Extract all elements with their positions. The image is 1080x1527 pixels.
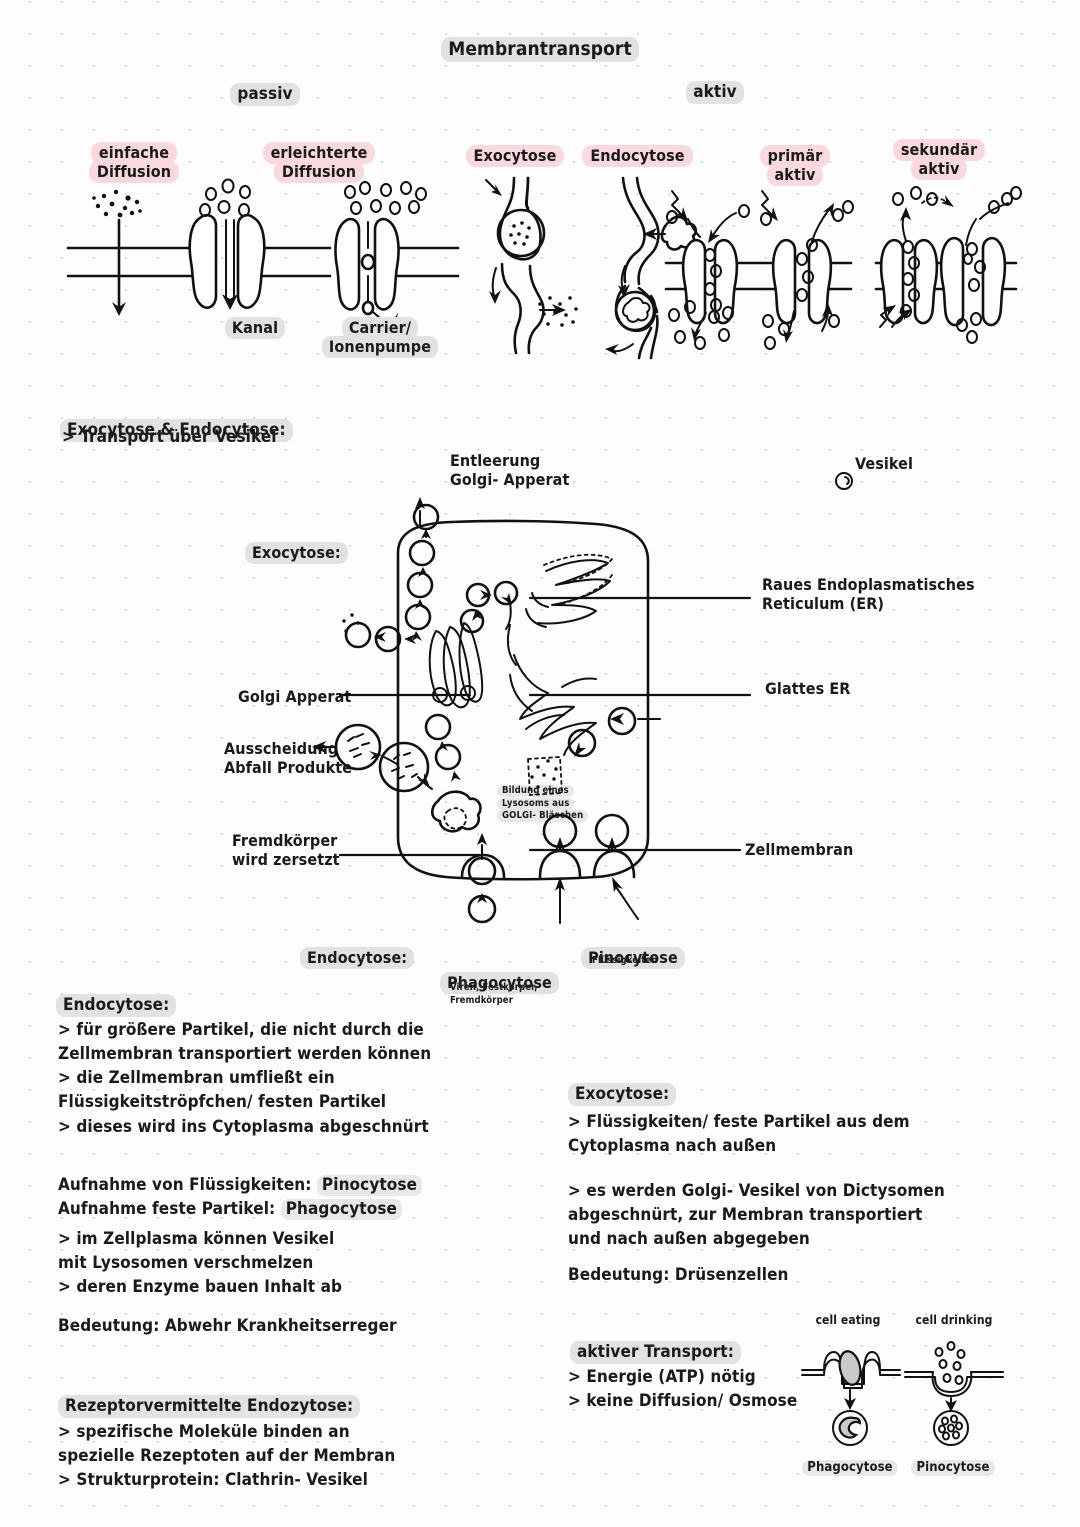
sekundaer-aktiv-diagram	[874, 186, 1022, 344]
right-incoming-vesicle	[527, 706, 661, 796]
label-pinocytose-cell-text: Pinocytose	[581, 946, 685, 969]
endocytose-paragraph-2: > im Zellplasma können Vesikel mit Lysos…	[58, 1229, 343, 1298]
label-exocytose-cell: Exocytose:	[245, 525, 348, 564]
type-erleichterte-diffusion-label: erleichterte Diffusion	[262, 141, 376, 183]
label-endocytose-cell: Endocytose:	[300, 930, 415, 969]
type-sekundaer-aktiv: sekundär aktiv	[880, 122, 998, 180]
type-erleichterte-diffusion: erleichterte Diffusion	[253, 125, 385, 183]
uptake-liquid-line: Aufnahme von Flüssigkeiten: Pinocytose	[58, 1155, 423, 1197]
passive-membrane-diagram	[66, 178, 460, 339]
endocytose-meaning: Bedeutung: Abwehr Krankheitserreger	[58, 1316, 397, 1336]
active-transport-heading: aktiver Transport:	[570, 1322, 741, 1365]
endocytose-diagram	[605, 176, 698, 360]
mini-left-bottom-text: Phagocytose	[802, 1460, 898, 1477]
protein-label-carrier-text: Carrier/ Ionenpumpe	[321, 316, 439, 358]
label-zellmembran: Zellmembran	[745, 840, 854, 859]
exocytose-block-heading: Exocytose:	[568, 1064, 677, 1107]
uptake-liquid-term: Pinocytose	[316, 1175, 423, 1197]
type-einfache-diffusion: einfache Diffusion	[70, 125, 198, 183]
exocytose-paragraph-2: > es werden Golgi- Vesikel von Dictysome…	[568, 1181, 945, 1250]
type-primaer-aktiv-label: primär aktiv	[759, 144, 831, 186]
type-endocytose-label: Endocytose	[582, 144, 693, 167]
receptor-text: > spezifische Moleküle binden an speziel…	[58, 1422, 396, 1491]
label-endocytose-cell-text: Endocytose:	[300, 946, 415, 969]
rough-er	[525, 553, 614, 628]
label-pinocytose-cell: Pinocytose	[578, 930, 688, 969]
label-lysosom-note-text: Bildung eines Lysosoms aus GOLGI- Bläsch…	[497, 784, 589, 823]
type-exocytose: Exocytose	[460, 128, 570, 167]
vesikel-section-heading-label: Exocytose & Endocytose:	[60, 419, 293, 443]
label-exocytose-cell-text: Exocytose:	[245, 541, 348, 564]
page-title-label: Membrantransport	[441, 37, 639, 63]
vesikel-icon	[835, 472, 853, 490]
page-title: Membrantransport	[400, 16, 680, 63]
receptor-heading-label: Rezeptorvermittelte Endozytose:	[58, 1395, 361, 1419]
endocytose-block-heading-label: Endocytose:	[56, 994, 177, 1018]
label-golgi-apperat: Golgi Apperat	[238, 687, 352, 706]
lysosome-chain	[312, 713, 482, 833]
mini-left-bottom-label: Phagocytose	[800, 1445, 900, 1477]
endocytose-paragraph-1: > für größere Partikel, die nicht durch …	[58, 1020, 432, 1137]
vesikel-section-note: > Transport über Vesikel	[62, 427, 277, 447]
label-entleerung: Entleerung Golgi- Apperat	[450, 451, 570, 489]
branch-passiv: passiv	[205, 64, 325, 107]
type-sekundaer-aktiv-label: sekundär aktiv	[892, 138, 986, 180]
uptake-solid-line: Aufnahme feste Partikel: Phagocytose	[58, 1179, 402, 1221]
label-rer: Raues Endoplasmatisches Reticulum (ER)	[762, 575, 975, 613]
mini-left-top-label: cell eating	[815, 1313, 881, 1327]
label-lysosom-note: Bildung eines Lysosoms aus GOLGI- Bläsch…	[497, 772, 589, 823]
protein-label-kanal-text: Kanal	[224, 316, 286, 339]
mini-right-top-label: cell drinking	[915, 1313, 993, 1327]
label-ausscheidung: Ausscheidung Abfall Produkte	[224, 739, 353, 777]
bottom-endocytose	[460, 813, 639, 924]
active-transport-heading-label: aktiver Transport:	[570, 1341, 741, 1365]
carrier-ions	[344, 181, 427, 215]
type-einfache-diffusion-label: einfache Diffusion	[88, 141, 180, 183]
phagocytose-mini-diagram	[801, 1350, 901, 1446]
branch-aktiv-label: aktiv	[686, 81, 744, 105]
active-transport-text: > Energie (ATP) nötig > keine Diffusion/…	[568, 1367, 798, 1412]
label-fremdkoerper: Fremdkörper wird zersetzt	[232, 831, 340, 869]
golgi-apparat	[428, 622, 484, 709]
type-primaer-aktiv: primär aktiv	[740, 128, 850, 186]
sub-pinocytose: Flüssigkeiten	[592, 955, 658, 966]
diffusion-particles	[92, 189, 142, 218]
vesikel-section-heading: Exocytose & Endocytose:	[60, 400, 293, 443]
pinocytose-mini-diagram	[904, 1341, 1004, 1446]
secretion-particles	[342, 613, 360, 633]
protein-label-kanal: Kanal	[205, 300, 305, 339]
exocytose-paragraph-1: > Flüssigkeiten/ feste Partikel aus dem …	[568, 1112, 910, 1157]
uptake-solid-term: Phagocytose	[280, 1199, 402, 1221]
label-ser: Glattes ER	[765, 679, 851, 698]
branch-aktiv: aktiv	[660, 62, 770, 105]
mini-right-bottom-text: Pinocytose	[911, 1460, 995, 1477]
primaer-aktiv-diagram	[664, 190, 854, 350]
label-phagocytose-cell: Phagocytose	[437, 955, 562, 994]
type-exocytose-label: Exocytose	[465, 144, 565, 167]
channel-protein	[188, 213, 266, 310]
branch-passiv-label: passiv	[230, 83, 300, 107]
exocytose-vesicle-chain	[404, 497, 440, 641]
label-vesikel: Vesikel	[855, 454, 914, 473]
smooth-er	[507, 624, 597, 756]
exocytose-diagram	[485, 176, 578, 355]
uptake-solid-prefix: Aufnahme feste Partikel:	[58, 1199, 281, 1220]
uptake-liquid-prefix: Aufnahme von Flüssigkeiten:	[58, 1175, 317, 1196]
mini-right-bottom-label: Pinocytose	[903, 1445, 1003, 1477]
type-endocytose: Endocytose	[580, 128, 695, 167]
cell-diagram	[312, 497, 661, 924]
label-phagocytose-cell-text: Phagocytose	[440, 971, 559, 994]
exocytose-block-heading-label: Exocytose:	[568, 1083, 677, 1107]
endocytose-block-heading: Endocytose:	[56, 975, 177, 1018]
cell-leader-lines	[338, 596, 752, 857]
exocytose-meaning: Bedeutung: Drüsenzellen	[568, 1265, 789, 1285]
golgi-input-vesicles	[459, 580, 519, 634]
sub-phagocytose: Viren, Festkörper, Fremdkörper	[450, 982, 538, 1007]
protein-label-carrier: Carrier/ Ionenpumpe	[310, 300, 450, 358]
channel-ions	[199, 178, 251, 217]
receptor-heading: Rezeptorvermittelte Endozytose:	[58, 1376, 361, 1419]
